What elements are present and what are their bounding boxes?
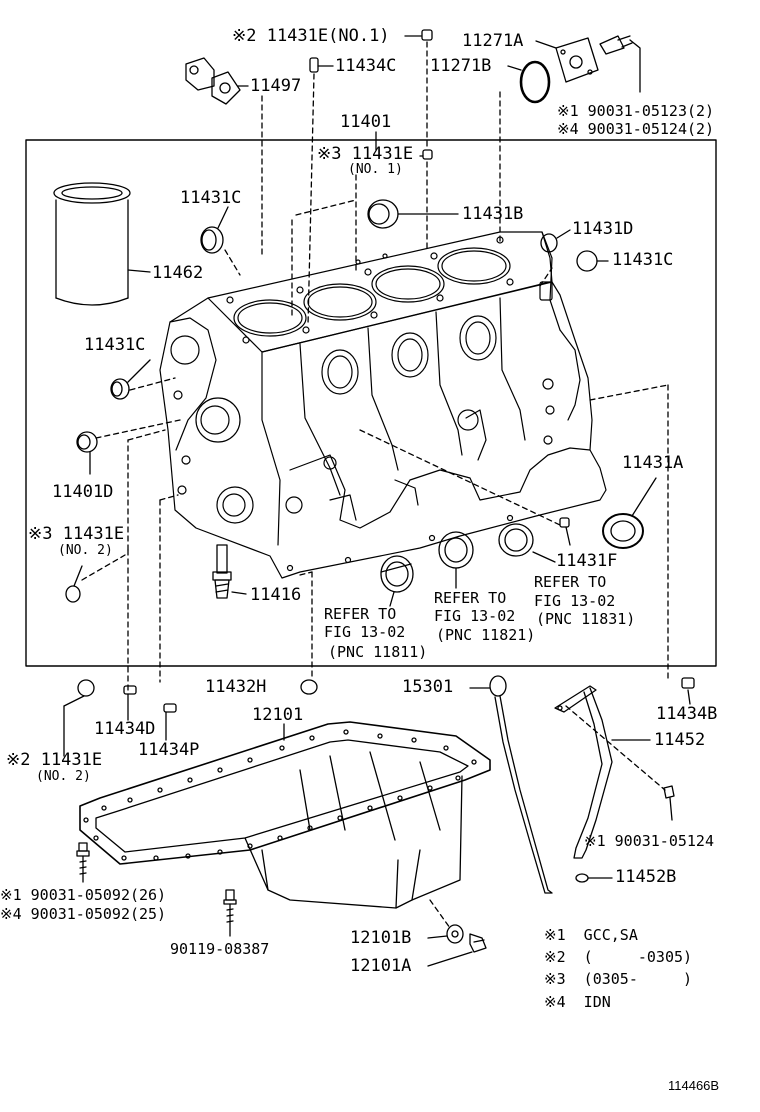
oring-11452b[interactable] — [575, 873, 589, 883]
label-11434d: 11434D — [94, 719, 156, 739]
label-11434c: 11434C — [335, 56, 397, 76]
bearing-11831[interactable] — [498, 523, 534, 557]
label-11452: 11452 — [654, 730, 706, 750]
label-90119-08387: 90119-08387 — [170, 940, 270, 958]
dipstick-guide-11452[interactable] — [554, 685, 613, 859]
label-bolt-1: ※1 90031-05123(2) — [557, 102, 715, 120]
label-90031-05124: ※1 90031-05124 — [584, 832, 714, 850]
bracket-11497[interactable] — [185, 57, 241, 105]
bearing-11821[interactable] — [438, 531, 474, 569]
label-pan-bolt-4: ※4 90031-05092(25) — [0, 905, 167, 923]
label-11431f: 11431F — [556, 551, 618, 571]
bolt-90119-08387[interactable] — [223, 889, 237, 937]
label-12101a: 12101A — [350, 956, 412, 976]
label-11271b: 11271B — [430, 56, 492, 76]
plug-11431b[interactable] — [367, 199, 399, 229]
plug-11431c-b[interactable] — [576, 250, 598, 272]
plug-11432h[interactable] — [300, 679, 318, 695]
pin-11434b[interactable] — [681, 677, 695, 689]
gasket-12101b[interactable] — [446, 924, 464, 944]
bearing-11811[interactable] — [380, 555, 414, 593]
note-2: ※2 ( -0305) — [544, 948, 693, 966]
cylinder-liner-11462[interactable] — [53, 182, 131, 306]
note-3: ※3 (0305- ) — [544, 970, 693, 988]
assembly-frame — [25, 139, 717, 667]
label-11431c-c: 11431C — [84, 335, 146, 355]
label-pan-bolt-1: ※1 90031-05092(26) — [0, 886, 167, 904]
label-11431c-b: 11431C — [612, 250, 674, 270]
drain-plug-12101a[interactable] — [469, 933, 487, 953]
plug-11401d[interactable] — [76, 431, 98, 453]
label-12101b: 12101B — [350, 928, 412, 948]
pin-11431f[interactable] — [559, 517, 570, 528]
label-11434p: 11434P — [138, 740, 200, 760]
plug-11431e-no1[interactable] — [422, 149, 433, 160]
label-15301: 15301 — [402, 677, 454, 697]
plug-11431e-no2-lower[interactable] — [77, 679, 95, 697]
label-11452b: 11452B — [615, 867, 677, 887]
label-11432h: 11432H — [205, 677, 267, 697]
oil-seal-11431a[interactable] — [602, 513, 644, 549]
label-no1: (NO. 1) — [348, 162, 403, 177]
pin-11434d[interactable] — [123, 685, 137, 695]
label-11431a: 11431A — [622, 453, 684, 473]
label-11434b: 11434B — [656, 704, 718, 724]
label-11497: 11497 — [250, 76, 302, 96]
label-ref1-c: (PNC 11811) — [328, 643, 428, 661]
label-11431c-a: 11431C — [180, 188, 242, 208]
label-ref3-a: REFER TO — [534, 573, 607, 591]
plug-11431d[interactable] — [540, 233, 558, 253]
bolt-90031-05124[interactable] — [663, 785, 675, 799]
label-ref3-b: FIG 13-02 — [534, 592, 616, 610]
gasket-11271b[interactable] — [519, 60, 551, 104]
note-4: ※4 IDN — [544, 993, 611, 1011]
label-ref1-b: FIG 13-02 — [324, 623, 406, 641]
label-ref2-c: (PNC 11821) — [436, 626, 536, 644]
label-11431b: 11431B — [462, 204, 524, 224]
dipstick-15301[interactable] — [489, 675, 553, 894]
plug-11431e-top[interactable] — [421, 29, 433, 41]
plug-11431c-c[interactable] — [110, 378, 130, 400]
label-11431e-3: ※3 11431E — [317, 144, 414, 164]
label-ref2-b: FIG 13-02 — [434, 607, 516, 625]
label-11431e-2: ※2 11431E — [6, 750, 103, 770]
pin-11434p[interactable] — [163, 703, 177, 713]
label-11401d: 11401D — [52, 482, 114, 502]
note-1: ※1 GCC,SA — [544, 926, 638, 944]
stud-11416[interactable] — [212, 544, 232, 599]
label-ref2-a: REFER TO — [434, 589, 507, 607]
engine-block-11401[interactable] — [159, 231, 607, 579]
label-no2b: (NO. 2) — [36, 769, 91, 784]
bolt-90031-05123[interactable] — [599, 35, 633, 55]
figure-id: 114466B — [668, 1078, 720, 1093]
label-ref1-a: REFER TO — [324, 605, 397, 623]
oil-pan-12101[interactable] — [79, 721, 491, 909]
plug-11431e-no2[interactable] — [65, 585, 81, 603]
label-11431d: 11431D — [572, 219, 634, 239]
label-bolt-4: ※4 90031-05124(2) — [557, 120, 715, 138]
cover-plate-11271a[interactable] — [555, 37, 599, 83]
bolt-90031-05092[interactable] — [76, 842, 90, 883]
label-11401: 11401 — [340, 112, 392, 132]
pin-11434c[interactable] — [309, 57, 319, 73]
label-12101: 12101 — [252, 705, 304, 725]
label-no2: (NO. 2) — [58, 543, 113, 558]
label-11431e-no1-top: ※2 11431E(NO.1) — [232, 26, 390, 46]
plug-11431c-a[interactable] — [200, 226, 224, 254]
label-ref3-c: (PNC 11831) — [536, 610, 636, 628]
label-11462: 11462 — [152, 263, 204, 283]
label-11416: 11416 — [250, 585, 302, 605]
label-11271a: 11271A — [462, 31, 524, 51]
label-11431e-3b: ※3 11431E — [28, 524, 125, 544]
